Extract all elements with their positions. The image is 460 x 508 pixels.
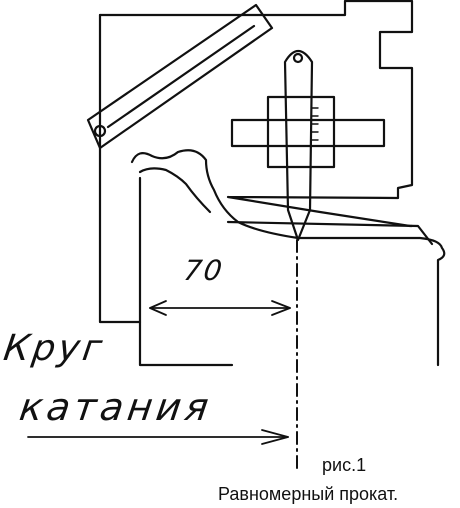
rolling-circle-label-line2: катания <box>16 385 216 429</box>
dimension-arrow-right <box>271 300 291 316</box>
tread-surface <box>226 220 434 246</box>
figure-number: рис.1 <box>322 455 367 475</box>
wheel-flange-profile <box>130 149 446 367</box>
rolling-circle-arrowhead <box>261 429 289 445</box>
gauge-body-outline <box>98 0 414 228</box>
hinged-arm-slot <box>106 24 256 129</box>
dimension-arrow-left <box>149 300 167 316</box>
probe-scale <box>311 107 319 141</box>
hinge-pin <box>93 124 107 138</box>
dimension-label: 70 <box>181 254 226 287</box>
wheel-flange-inner <box>138 167 212 214</box>
figure-title: Равномерный прокат. <box>218 484 399 504</box>
clamp-block <box>266 95 336 169</box>
probe-crossbar <box>230 118 386 148</box>
probe-top-hole <box>292 52 304 64</box>
hinged-arm <box>86 3 274 150</box>
rolling-circle-label-line1: Круг <box>1 328 108 369</box>
probe-body <box>283 49 314 242</box>
